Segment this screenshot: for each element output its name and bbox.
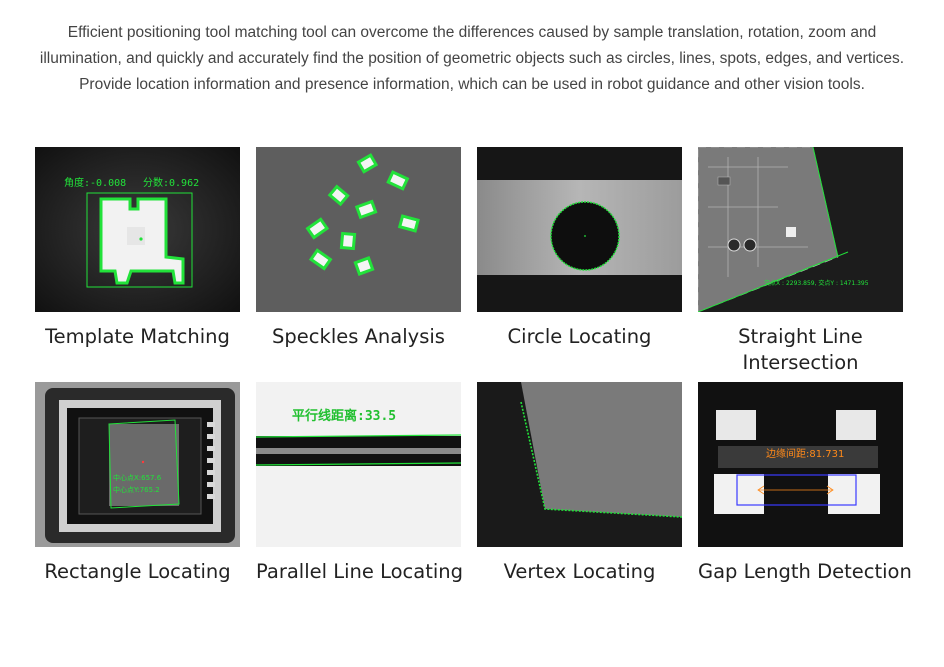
gap-length-detection-image: 边缘间距:81.731: [698, 382, 903, 547]
center-x-readout: 中心点X:657.6: [113, 473, 162, 482]
intersection-readout: 交点X : 2293.859, 交点Y : 1471.395: [764, 279, 869, 287]
center-y-readout: 中心点Y:765.2: [113, 485, 160, 494]
intro-line-2: illumination, and quickly and accurately…: [39, 50, 905, 67]
card-template-matching[interactable]: 角度:-0.008 分数:0.962 Template Matching: [35, 147, 240, 350]
caption-line-2: Intersection: [742, 351, 859, 374]
circle-locating-image: [477, 147, 682, 312]
vertex-locating-image: [477, 382, 682, 547]
speckles-analysis-image: [256, 147, 461, 312]
straight-line-intersection-image: 交点X : 2293.859, 交点Y : 1471.395: [698, 147, 903, 312]
caption-parallel-line-locating: Parallel Line Locating: [256, 560, 464, 583]
score-readout: 分数:0.962: [143, 176, 199, 189]
caption-gap-length-detection: Gap Length Detection: [698, 560, 912, 583]
card-circle-locating[interactable]: Circle Locating: [477, 147, 682, 350]
caption-speckles-analysis: Speckles Analysis: [272, 325, 445, 348]
card-parallel-line-locating[interactable]: 平行线距离:33.5 Parallel Line Locating: [256, 382, 464, 585]
card-rectangle-locating[interactable]: 中心点X:657.6 中心点Y:765.2 Rectangle Locating: [35, 382, 240, 585]
caption-vertex-locating: Vertex Locating: [503, 560, 656, 583]
angle-readout: 角度:-0.008: [64, 176, 126, 189]
rectangle-locating-image: 中心点X:657.6 中心点Y:765.2: [35, 382, 240, 547]
card-speckles-analysis[interactable]: Speckles Analysis: [256, 147, 461, 350]
gap-distance-readout: 边缘间距:81.731: [766, 447, 844, 460]
caption-template-matching: Template Matching: [45, 325, 230, 348]
caption-line-1: Straight Line: [738, 325, 863, 348]
parallel-distance-readout: 平行线距离:33.5: [292, 408, 396, 424]
caption-straight-line-intersection: Straight Line Intersection: [698, 324, 903, 376]
intro-line-1: Efficient positioning tool matching tool…: [67, 24, 877, 41]
card-vertex-locating[interactable]: Vertex Locating: [477, 382, 682, 585]
caption-rectangle-locating: Rectangle Locating: [44, 560, 231, 583]
caption-circle-locating: Circle Locating: [507, 325, 652, 348]
intro-line-3: Provide location information and presenc…: [79, 76, 865, 93]
card-gap-length-detection[interactable]: 边缘间距:81.731 Gap Length Detection: [698, 382, 912, 585]
parallel-line-locating-image: 平行线距离:33.5: [256, 382, 461, 547]
card-straight-line-intersection[interactable]: 交点X : 2293.859, 交点Y : 1471.395 Straight …: [698, 147, 903, 376]
intro-text: Efficient positioning tool matching tool…: [14, 20, 930, 98]
template-matching-image: 角度:-0.008 分数:0.962: [35, 147, 240, 312]
